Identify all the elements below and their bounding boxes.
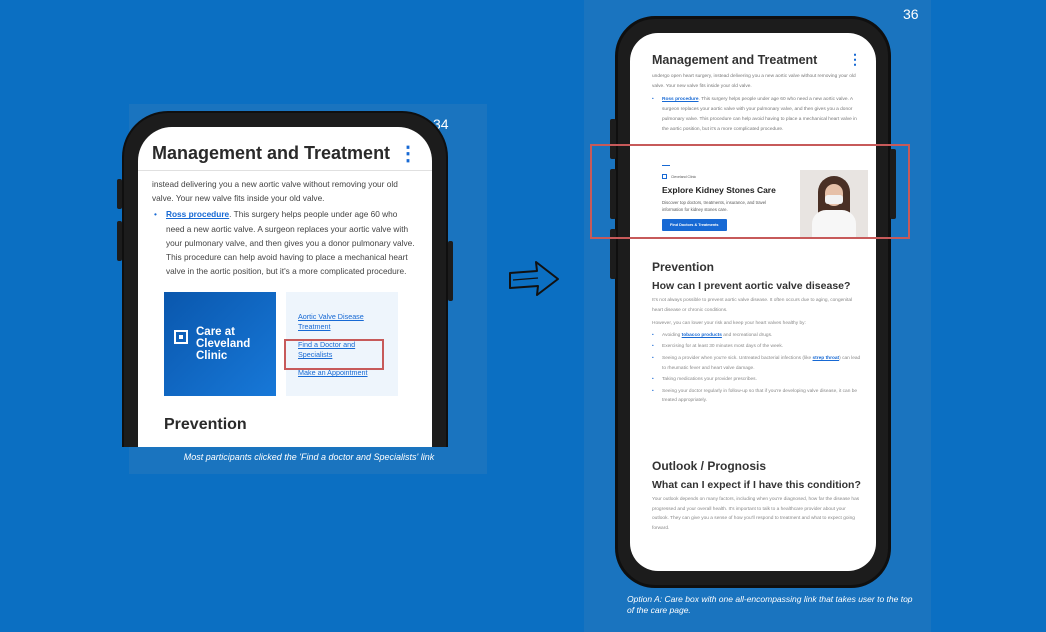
section-header: Management and Treatment ⋮ [138, 127, 432, 171]
right-slide-number: 36 [903, 6, 919, 22]
aortic-treatment-link[interactable]: Aortic Valve Disease Treatment [298, 312, 364, 332]
phone-side-button [610, 229, 616, 279]
care-tile: Care at Cleveland Clinic [164, 292, 276, 397]
kebab-menu-icon[interactable]: ⋮ [848, 51, 862, 67]
prevention-heading: Prevention [652, 260, 715, 274]
section-title: Management and Treatment [652, 52, 818, 67]
list-item: Taking medications your provider prescri… [652, 375, 862, 385]
care-box-title: Explore Kidney Stones Care [662, 185, 776, 195]
list-item: Ross procedure. This surgery helps peopl… [652, 95, 862, 135]
phone-side-button [610, 119, 616, 159]
phone-side-button [610, 169, 616, 219]
prevention-subheading: How can I prevent aortic valve disease? [652, 280, 851, 292]
care-module: Care at Cleveland Clinic Aortic Valve Di… [138, 284, 432, 397]
divider [662, 165, 670, 166]
article-body: undergo open heart surgery, instead deli… [630, 70, 876, 135]
ross-procedure-link[interactable]: Ross procedure [662, 97, 699, 102]
bullet-text: . This surgery helps people under age 60… [166, 209, 415, 277]
care-box: Cleveland Clinic Explore Kidney Stones C… [662, 165, 874, 247]
outlook-section: Outlook / Prognosis What can I expect if… [652, 459, 862, 533]
care-tile-name: Care at Cleveland Clinic [196, 326, 251, 363]
strep-throat-link[interactable]: strep throat [812, 355, 840, 361]
care-links-list: Aortic Valve Disease Treatment Find a Do… [286, 292, 398, 397]
cleveland-clinic-logo-icon [662, 174, 667, 179]
intro-text: undergo open heart surgery, instead deli… [652, 74, 856, 89]
prevention-list: Avoiding tobacco products and recreation… [652, 331, 862, 406]
list-item: Seeing a provider when you're sick. Untr… [652, 354, 862, 373]
find-doctor-link[interactable]: Find a Doctor and Specialists [298, 340, 356, 360]
outlook-heading: Outlook / Prognosis [652, 459, 767, 473]
prevention-heading: Prevention [164, 416, 247, 434]
left-phone-mockup: Management and Treatment ⋮ instead deliv… [117, 111, 453, 447]
outlook-subheading: What can I expect if I have this conditi… [652, 479, 861, 491]
left-caption: Most participants clicked the 'Find a do… [183, 452, 435, 462]
prevention-paragraph: However, you can lower your risk and kee… [652, 321, 806, 327]
right-caption: Option A: Care box with one all-encompas… [627, 594, 913, 615]
phone-side-button [890, 149, 896, 219]
arrow-right-icon [509, 261, 559, 296]
prevention-section: Prevention How can I prevent aortic valv… [652, 260, 862, 406]
make-appointment-link[interactable]: Make an Appointment [298, 368, 368, 378]
care-box-description: Discover top doctors, treatments, insura… [662, 200, 767, 212]
tobacco-products-link[interactable]: tobacco products [681, 332, 722, 338]
find-doctors-treatments-button[interactable]: Find Doctors & Treatments [662, 219, 727, 231]
list-item: Avoiding tobacco products and recreation… [652, 331, 862, 341]
highlight-box [284, 339, 384, 370]
doctor-photo [800, 170, 868, 237]
section-header: Management and Treatment ⋮ [630, 33, 876, 70]
right-phone-screen: Management and Treatment ⋮ undergo open … [630, 33, 876, 571]
right-phone-mockup: Management and Treatment ⋮ undergo open … [610, 16, 896, 588]
section-title: Management and Treatment [152, 143, 391, 163]
brand-name: Cleveland Clinic [671, 174, 697, 179]
bullet-text: . This surgery helps people under age 60… [662, 97, 857, 132]
phone-side-button [448, 241, 453, 301]
left-phone-screen: Management and Treatment ⋮ instead deliv… [138, 127, 432, 447]
list-item: Ross procedure. This surgery helps peopl… [152, 207, 418, 278]
list-item: Exercising for at least 30 minutes most … [652, 342, 862, 352]
phone-side-button [117, 179, 122, 209]
cleveland-clinic-logo-icon [174, 330, 188, 345]
outlook-paragraph: Your outlook depends on many factors, in… [652, 497, 860, 531]
prevention-paragraph: It's not always possible to prevent aort… [652, 298, 853, 313]
ross-procedure-link[interactable]: Ross procedure [166, 209, 230, 220]
list-item: Seeing your doctor regularly in follow-u… [652, 387, 862, 406]
phone-side-button [117, 221, 122, 261]
highlight-box [590, 144, 910, 239]
intro-text: instead delivering you a new aortic valv… [152, 179, 398, 204]
article-body: instead delivering you a new aortic valv… [138, 171, 432, 284]
care-box-brand: Cleveland Clinic [662, 174, 874, 179]
kebab-menu-icon[interactable]: ⋮ [398, 142, 418, 165]
